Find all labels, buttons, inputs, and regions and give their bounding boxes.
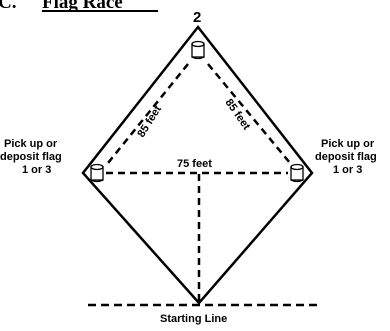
right-diagonal-label: 85 feet (223, 97, 253, 133)
horizontal-label: 75 feet (177, 158, 212, 170)
left-diagonal-dashed (107, 63, 189, 164)
left-label-line3: 1 or 3 (22, 164, 51, 176)
left-diagonal-label: 85 feet (135, 103, 164, 139)
right-label-line1: Pick up or (321, 138, 375, 150)
section-letter: C. (0, 0, 16, 13)
right-label-line2: deposit flag (315, 151, 377, 163)
top-flag-number: 2 (193, 9, 201, 26)
top-flag-can-icon (191, 40, 205, 60)
right-diagonal-dashed (207, 63, 291, 164)
right-flag-can-icon (290, 163, 304, 183)
left-flag-can-icon (90, 163, 104, 183)
right-label-line3: 1 or 3 (333, 164, 362, 176)
diagram-title: Flag Race (42, 0, 123, 13)
left-label-line1: Pick up or (4, 138, 58, 150)
diamond-outline (81, 24, 314, 305)
left-label-line2: deposit flag (0, 151, 62, 163)
starting-line-label: Starting Line (160, 313, 227, 325)
